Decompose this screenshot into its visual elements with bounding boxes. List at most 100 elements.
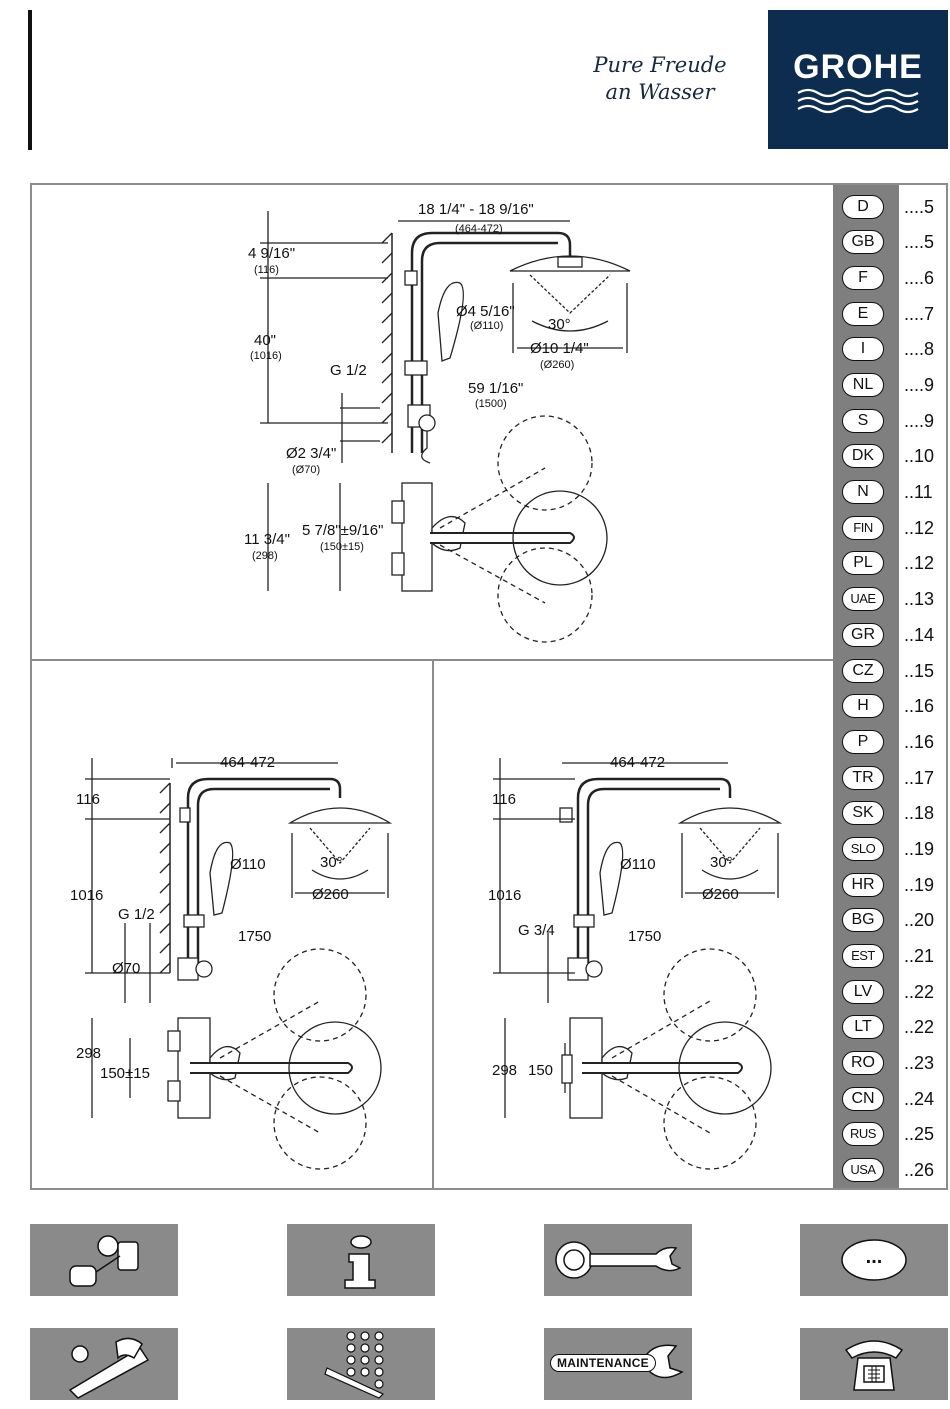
language-item[interactable]: GB....5 — [836, 227, 946, 257]
language-item[interactable]: H..16 — [836, 691, 946, 721]
language-page: ..10 — [904, 446, 935, 466]
diagram-right-labels: 464-472 116 1016 G 3/4 Ø110 30° Ø260 175… — [488, 754, 739, 1079]
language-code: F — [842, 266, 884, 290]
language-item[interactable]: F....6 — [836, 263, 946, 293]
language-item[interactable]: RUS..25 — [836, 1119, 946, 1149]
language-item[interactable]: SLO..19 — [836, 834, 946, 864]
label-right-inlet-spacing: 150 — [528, 1062, 553, 1079]
label-inlet-spacing: 5 7/8"±9/16" — [302, 522, 383, 539]
language-page: ..14 — [904, 625, 935, 645]
language-item[interactable]: TR..17 — [836, 763, 946, 793]
information-tile[interactable] — [287, 1224, 435, 1296]
label-width-range: 18 1/4" - 18 9/16" — [418, 201, 534, 218]
tagline-line-2: an Wasser — [605, 80, 715, 104]
language-item[interactable]: N..11 — [836, 477, 946, 507]
language-item[interactable]: EST..21 — [836, 941, 946, 971]
label-hose-mm: (1500) — [475, 398, 507, 410]
language-page: ..19 — [904, 875, 935, 895]
language-code: GR — [842, 623, 884, 647]
header-rule — [28, 10, 32, 150]
label-right-height: 1016 — [488, 887, 521, 904]
language-code: UAE — [842, 587, 884, 611]
language-item[interactable]: CZ ..15 — [836, 656, 946, 686]
diagram-top-labels: 18 1/4" - 18 9/16" (464-472) 4 9/16" (11… — [244, 201, 589, 562]
language-item[interactable]: LV..22 — [836, 977, 946, 1007]
label-hose: 59 1/16" — [468, 380, 523, 397]
spare-parts-tile[interactable] — [287, 1328, 435, 1400]
language-code: PL — [842, 551, 884, 575]
label-right-top-offset: 116 — [492, 791, 516, 808]
language-code: GB — [842, 230, 884, 254]
more-tile[interactable]: ... — [800, 1224, 948, 1296]
label-thermo-height-mm: (298) — [252, 550, 278, 562]
language-page: ..20 — [904, 910, 935, 930]
language-item[interactable]: S ....9 — [836, 406, 946, 436]
label-angle: 30° — [548, 316, 571, 333]
language-code: DK — [842, 444, 884, 468]
language-item[interactable]: E....7 — [836, 299, 946, 329]
label-thermo-height: 11 3/4" — [244, 531, 290, 548]
language-item[interactable]: HR..19 — [836, 870, 946, 900]
language-page: ..17 — [904, 768, 935, 788]
language-item[interactable]: SK ..18 — [836, 798, 946, 828]
language-item[interactable]: LT..22 — [836, 1012, 946, 1042]
language-code: D — [842, 195, 884, 219]
tagline: Pure Freude an Wasser — [560, 52, 760, 106]
diagram-left-labels: 464-472 116 1016 G 1/2 Ø70 Ø110 30° Ø260… — [70, 754, 349, 1082]
language-item[interactable]: RO..23 — [836, 1048, 946, 1078]
language-code: USA — [842, 1158, 884, 1182]
label-right-width: 464-472 — [610, 754, 665, 771]
label-width-mm: (464-472) — [455, 223, 503, 235]
label-top-offset: 4 9/16" — [248, 245, 295, 262]
language-page: ....9 — [904, 411, 935, 431]
language-page: ....8 — [904, 339, 935, 359]
language-page: ..12 — [904, 518, 935, 538]
maintenance-icon — [643, 1344, 684, 1379]
language-code: LT — [842, 1015, 884, 1039]
language-item[interactable]: PL..12 — [836, 548, 946, 578]
label-left-thread: G 1/2 — [118, 906, 155, 923]
language-page: ....5 — [904, 197, 935, 217]
wrench-tile[interactable] — [544, 1224, 692, 1296]
language-item[interactable]: DK ..10 — [836, 441, 946, 471]
language-page: ....7 — [904, 304, 935, 324]
language-code: P — [842, 730, 884, 754]
label-left-pipe-dia: Ø70 — [112, 960, 140, 977]
language-item[interactable]: USA..26 — [836, 1155, 946, 1185]
language-page: ..15 — [904, 661, 935, 681]
language-item[interactable]: CN..24 — [836, 1084, 946, 1114]
language-item[interactable]: GR ..14 — [836, 620, 946, 650]
language-item[interactable]: FIN..12 — [836, 513, 946, 543]
label-handshower-dia-mm: (Ø110) — [470, 320, 503, 332]
label-left-top-offset: 116 — [76, 791, 100, 808]
language-code: S — [842, 409, 884, 433]
brand-name: GROHE — [793, 48, 923, 86]
language-item[interactable]: BG ..20 — [836, 905, 946, 935]
language-item[interactable]: I....8 — [836, 334, 946, 364]
label-inlet-spacing-mm: (150±15) — [320, 541, 364, 553]
spare-parts-icon — [324, 1331, 385, 1399]
language-page: ..19 — [904, 839, 935, 859]
pipe-install-icon — [68, 1337, 150, 1399]
language-code: RO — [842, 1051, 884, 1075]
pipe-install-tile[interactable] — [30, 1328, 178, 1400]
phone-tile[interactable] — [800, 1328, 948, 1400]
label-left-handshower-dia: Ø110 — [230, 856, 266, 873]
language-item[interactable]: UAE..13 — [836, 584, 946, 614]
language-code: LV — [842, 980, 884, 1004]
language-item[interactable]: NL....9 — [836, 370, 946, 400]
installation-parts-tile[interactable] — [30, 1224, 178, 1296]
technical-drawings: 18 1/4" - 18 9/16" (464-472) 4 9/16" (11… — [30, 201, 833, 1190]
language-item[interactable]: D ....5 — [836, 192, 946, 222]
language-code: SK — [842, 801, 884, 825]
language-code: NL — [842, 373, 884, 397]
language-item[interactable]: P..16 — [836, 727, 946, 757]
maintenance-tile[interactable]: MAINTENANCE — [544, 1328, 692, 1400]
language-code: CZ — [842, 659, 884, 683]
language-page: ..21 — [904, 946, 935, 966]
label-left-inlet-spacing: 150±15 — [100, 1065, 150, 1082]
language-page: ..18 — [904, 803, 935, 823]
label-handshower-dia: Ø4 5/16" — [456, 303, 515, 320]
water-waves-icon — [797, 88, 919, 114]
language-code: BG — [842, 908, 884, 932]
